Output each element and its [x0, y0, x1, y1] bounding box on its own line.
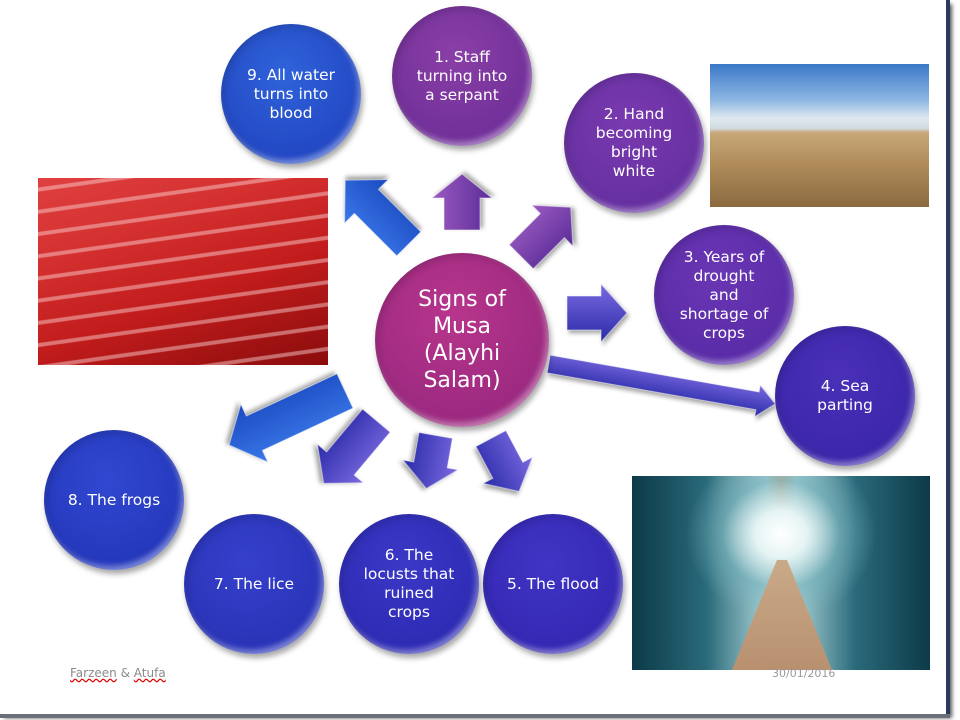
- ampersand: &: [120, 666, 130, 680]
- arrow-to-sign-7-icon: [316, 408, 391, 484]
- arrow-to-sign-5-icon: [475, 429, 534, 493]
- arrow-to-sign-1-icon: [430, 173, 494, 231]
- blood-water-image: [38, 178, 328, 365]
- arrows: [228, 173, 776, 493]
- sign-4-sea-circle: 4. Sea parting: [775, 326, 915, 466]
- arrow-to-sign-6-icon: [401, 431, 460, 490]
- sign-8-frogs-circle: 8. The frogs: [44, 430, 184, 570]
- slide-border-right: [946, 0, 950, 716]
- arrow-to-sign-9-icon: [343, 178, 422, 257]
- slide-border-bottom: [0, 714, 950, 718]
- arrow-to-sign-8-icon: [228, 373, 354, 464]
- arrow-to-sign-2-icon: [508, 204, 574, 270]
- author-1: Farzeen: [70, 666, 117, 680]
- sea-parting-image: [632, 476, 930, 670]
- sign-5-flood-circle: 5. The flood: [483, 514, 623, 654]
- sign-1-staff-circle: 1. Staff turning into a serpant: [392, 6, 532, 146]
- arrow-to-sign-3-icon: [566, 282, 628, 344]
- footer-authors: Farzeen & Atufa: [70, 666, 166, 680]
- sign-2-hand-circle: 2. Hand becoming bright white: [564, 73, 704, 213]
- footer-date: 30/01/2016: [772, 667, 836, 680]
- sign-9-blood-circle: 9. All water turns into blood: [221, 24, 361, 164]
- slide: Signs of Musa (Alayhi Salam) 1. Staff tu…: [38, 6, 930, 680]
- sign-7-lice-circle: 7. The lice: [184, 514, 324, 654]
- sign-3-drought-circle: 3. Years of drought and shortage of crop…: [654, 225, 794, 365]
- drought-image: [710, 64, 929, 207]
- sign-6-locusts-circle: 6. The locusts that ruined crops: [339, 514, 479, 654]
- author-2: Atufa: [133, 666, 166, 680]
- central-topic-circle: Signs of Musa (Alayhi Salam): [375, 253, 549, 427]
- arrow-to-sign-4-icon: [546, 354, 776, 418]
